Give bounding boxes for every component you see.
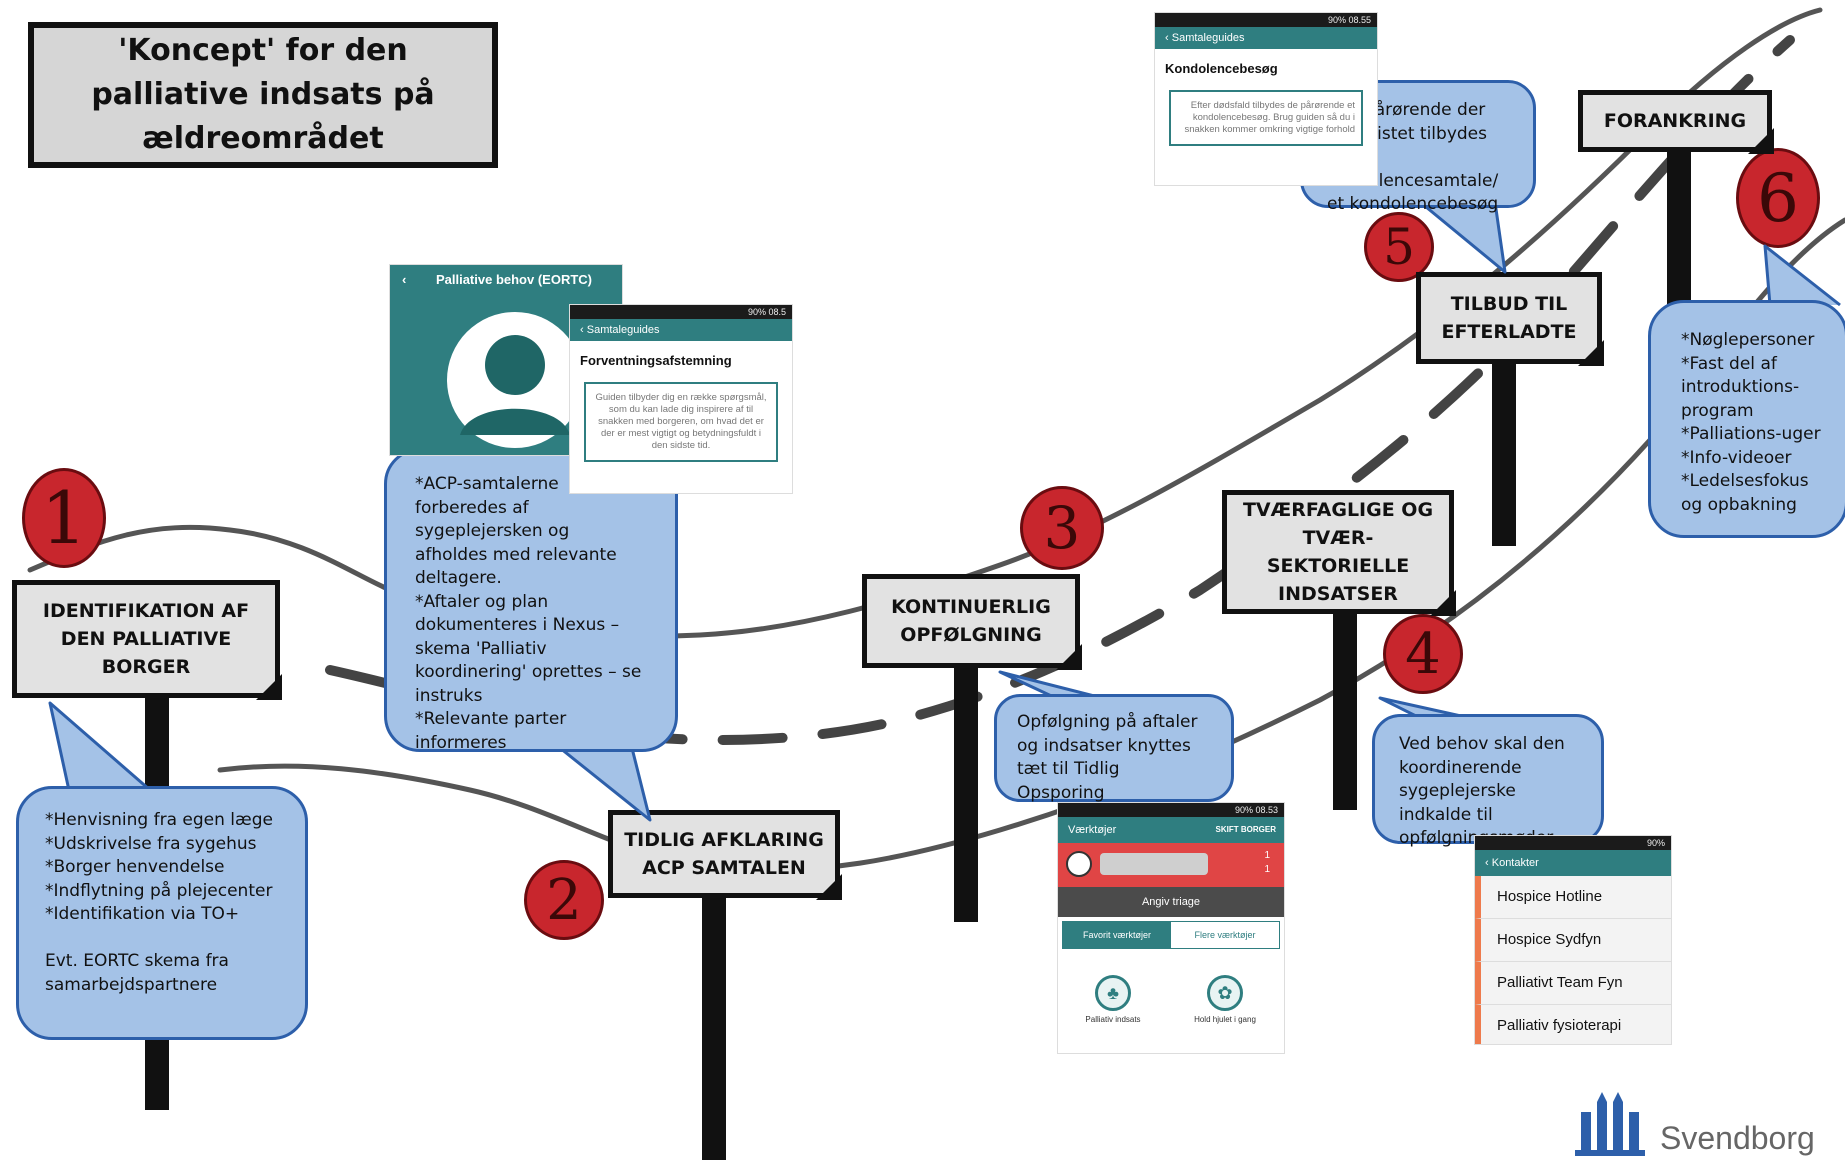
forventning-heading: Forventningsafstemning (580, 353, 732, 368)
vaerktoejer-statusbar: 90% 08.53 (1058, 803, 1284, 817)
kondolence-statusbar: 90% 08.55 (1155, 13, 1377, 27)
vaerktoejer-title: Værktøjer (1068, 824, 1117, 836)
citizen-name-field[interactable] (1100, 853, 1208, 875)
person-avatar-icon (447, 312, 583, 448)
back-chevron-icon[interactable]: ‹ (402, 272, 407, 287)
step-sign-2-label: TIDLIG AFKLARING ACP SAMTALEN (624, 829, 824, 879)
kontakter-appbar-label: Kontakter (1491, 857, 1539, 869)
step-bubble-1: *Henvisning fra egen læge *Udskrivelse f… (16, 786, 308, 1040)
tool-hold-hjulet[interactable]: ✿ Hold hjulet i gang (1190, 975, 1260, 1024)
step-sign-4-label: TVÆRFAGLIGE OG TVÆR-SEKTORIELLE INDSATSE… (1242, 499, 1434, 605)
tool-palliativ-indsats[interactable]: ♣ Palliativ indsats (1078, 975, 1148, 1024)
step-number-6: 6 (1736, 148, 1820, 248)
step-number-2: 2 (524, 860, 604, 940)
forventning-appbar: ‹ Samtaleguides (570, 319, 792, 341)
step-bubble-4: Ved behov skal den koordinerende sygeple… (1372, 714, 1604, 848)
step-sign-6: FORANKRING (1578, 90, 1774, 154)
step-sign-3: KONTINUERLIG OPFØLGNING (862, 574, 1082, 670)
contact-item[interactable]: Palliativt Team Fyn (1475, 962, 1671, 1005)
kondolence-heading: Kondolencebesøg (1165, 61, 1278, 76)
forventning-appbar-label: Samtaleguides (586, 324, 660, 336)
tool-palliativ-indsats-label: Palliativ indsats (1085, 1015, 1141, 1024)
forventning-text: Guiden tilbyder dig en række spørgsmål, … (584, 382, 778, 462)
eortc-screen: ‹ Palliative behov (EORTC) (390, 265, 622, 455)
step-bubble-2: *ACP-samtalerne forberedes af sygeplejer… (384, 448, 678, 753)
svendborg-logo-text: Svendborg (1660, 1120, 1815, 1156)
contact-item[interactable]: Hospice Sydfyn (1475, 919, 1671, 962)
step-sign-1-label: IDENTIFIKATION AF DEN PALLIATIVE BORGER (42, 600, 250, 678)
step-sign-5-label: TILBUD TIL EFTERLADTE (1441, 293, 1577, 343)
forventning-statusbar: 90% 08.5 (570, 305, 792, 319)
step-sign-5: TILBUD TIL EFTERLADTE (1416, 272, 1604, 366)
vaerktoejer-screen: 90% 08.53 Værktøjer SKIFT BORGER 1 1 Ang… (1058, 803, 1284, 1053)
page-title: 'Koncept' for den palliative indsats på … (28, 22, 498, 168)
kondolence-screen: 90% 08.55 ‹ Samtaleguides Kondolencebesø… (1155, 13, 1377, 185)
contact-item[interactable]: Hospice Hotline (1475, 876, 1671, 919)
step-number-3: 3 (1020, 486, 1104, 570)
road-center-dash (325, 35, 1795, 745)
step-number-1: 1 (22, 468, 106, 568)
sign-post-3 (954, 660, 978, 922)
tree-icon: ♣ (1095, 975, 1131, 1011)
tab-favorite-tools[interactable]: Favorit værktøjer (1063, 922, 1171, 948)
switch-citizen-button[interactable]: SKIFT BORGER (1215, 825, 1276, 834)
wheel-icon: ✿ (1207, 975, 1243, 1011)
step-bubble-6: *Nøglepersoner *Fast del af introduktion… (1648, 300, 1845, 538)
kondolence-appbar-label: Samtaleguides (1171, 32, 1245, 44)
kontakter-statusbar: 90% (1475, 836, 1671, 850)
kondolence-appbar: ‹ Samtaleguides (1155, 27, 1377, 49)
triage-button[interactable]: Angiv triage (1058, 887, 1284, 917)
sign-post-5 (1492, 356, 1516, 546)
step-sign-4: TVÆRFAGLIGE OG TVÆR-SEKTORIELLE INDSATSE… (1222, 490, 1456, 616)
tab-more-tools[interactable]: Flere værktøjer (1194, 930, 1256, 940)
sign-post-6 (1667, 145, 1691, 305)
tools-tabs: Favorit værktøjer Flere værktøjer (1062, 921, 1280, 949)
contact-item[interactable]: Palliativ fysioterapi (1475, 1005, 1671, 1044)
kondolence-text: Efter dødsfald tilbydes de pårørende et … (1169, 90, 1363, 146)
step-bubble-3: Opfølgning på aftaler og indsatser knytt… (994, 694, 1234, 803)
forventning-screen: 90% 08.5 ‹ Samtaleguides Forventningsafs… (570, 305, 792, 493)
svendborg-logo-icon (1575, 1092, 1645, 1156)
sign-post-4 (1333, 600, 1357, 810)
step-number-4: 4 (1383, 614, 1463, 694)
tool-hold-hjulet-label: Hold hjulet i gang (1194, 1015, 1256, 1024)
step-sign-6-label: FORANKRING (1603, 110, 1747, 132)
kontakter-screen: 90% ‹ Kontakter Hospice Hotline Hospice … (1475, 836, 1671, 1044)
step-sign-2: TIDLIG AFKLARING ACP SAMTALEN (608, 810, 842, 900)
step-sign-1: IDENTIFIKATION AF DEN PALLIATIVE BORGER (12, 580, 282, 700)
citizen-badge: 1 1 (1264, 850, 1270, 875)
vaerktoejer-appbar: Værktøjer SKIFT BORGER (1058, 817, 1284, 843)
kontakter-appbar: ‹ Kontakter (1475, 850, 1671, 876)
sign-post-2 (702, 890, 726, 1160)
eortc-header-label: Palliative behov (EORTC) (435, 272, 593, 287)
citizen-avatar-icon (1066, 851, 1092, 877)
step-sign-3-label: KONTINUERLIG OPFØLGNING (891, 596, 1051, 646)
citizen-row: 1 1 (1058, 843, 1284, 887)
eortc-header: ‹ Palliative behov (EORTC) (390, 265, 622, 295)
